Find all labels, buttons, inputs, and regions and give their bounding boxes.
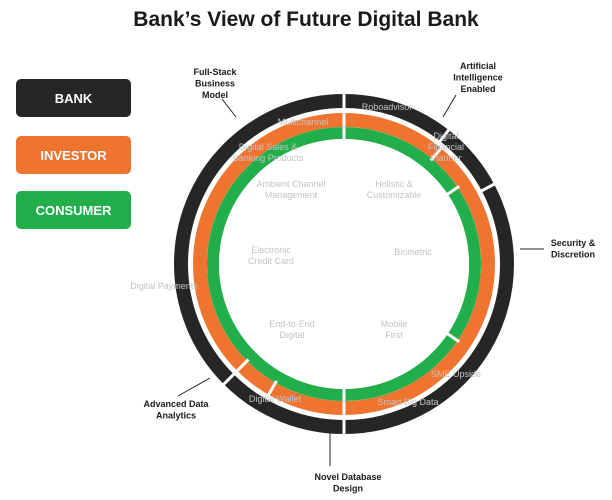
page-title: Bank’s View of Future Digital Bank bbox=[133, 8, 479, 31]
investor-divider-3 bbox=[266, 380, 278, 398]
consumer-label-biometric-line-0: Biometric bbox=[394, 247, 432, 257]
consumer-label-e2e-line-0: End-to-End bbox=[269, 319, 315, 329]
bank-label-advanced-line-0: Advanced Data bbox=[143, 399, 209, 409]
investor-label-digital-sales-line-0: Digital Sales & bbox=[239, 142, 298, 152]
investor-label-smart-data-line-0: Smart Big Data bbox=[377, 397, 438, 407]
ring-center bbox=[219, 139, 469, 389]
investor-label-digital-fp-line-0: Digital bbox=[433, 131, 458, 141]
legend-bank: BANK bbox=[16, 79, 131, 117]
consumer-label-ambient-line-0: Ambient Channel bbox=[256, 179, 325, 189]
consumer-label-mobile-line-1: First bbox=[385, 330, 403, 340]
legend-investor: INVESTOR bbox=[16, 136, 131, 174]
bank-label-ai-line-2: Enabled bbox=[460, 84, 495, 94]
investor-label-digital-payments-line-0: Digital Payments bbox=[130, 281, 198, 291]
bank-divider-1 bbox=[436, 127, 452, 146]
bank-label-full-stack-line-1: Business bbox=[195, 79, 235, 89]
investor-label-sme-line-0: SME Upside bbox=[431, 369, 481, 379]
legend-investor-label: INVESTOR bbox=[40, 147, 107, 163]
consumer-divider-2 bbox=[445, 331, 461, 343]
consumer-label-ambient-line-1: Management bbox=[265, 190, 318, 200]
bank-label-advanced-line-1: Analytics bbox=[156, 411, 196, 421]
consumer-label-credit-line-1: Credit Card bbox=[248, 256, 294, 266]
bank-label-full-stack-line-2: Model bbox=[202, 90, 228, 100]
investor-label-digital-wallet-line-0: Digital Wallet bbox=[249, 394, 302, 404]
bank-label-security-line-1: Discretion bbox=[551, 250, 595, 260]
legend-consumer: CONSUMER bbox=[16, 191, 131, 229]
leader-advanced bbox=[177, 377, 211, 397]
consumer-label-mobile-line-0: Mobile bbox=[381, 319, 408, 329]
bank-label-novel-db-line-0: Novel Database bbox=[314, 472, 381, 482]
consumer-label-e2e-line-1: Digital bbox=[279, 330, 304, 340]
investor-label-roboadvisor-line-0: Roboadvisor bbox=[362, 102, 413, 112]
legend-bank-label: BANK bbox=[54, 90, 93, 106]
investor-label-multichannel-line-0: Multichannel bbox=[278, 117, 329, 127]
investor-label-digital-fp-line-1: Financial bbox=[428, 142, 464, 152]
investor-label-digital-sales-line-1: Banking Products bbox=[233, 153, 304, 163]
bank-divider-2 bbox=[477, 181, 497, 194]
consumer-label-holistic-line-0: Holistic & bbox=[375, 179, 413, 189]
bank-label-security-line-0: Security & bbox=[551, 238, 596, 248]
bank-label-ai-line-1: Intelligence bbox=[453, 73, 503, 83]
bank-label-novel-db-line-1: Design bbox=[333, 484, 363, 494]
investor-divider-1 bbox=[429, 145, 444, 162]
leader-ai bbox=[442, 94, 457, 118]
investor-label-digital-fp-line-2: Planner bbox=[430, 153, 461, 163]
segment-dividers bbox=[221, 92, 497, 436]
consumer-label-holistic-line-1: Customizable bbox=[367, 190, 422, 200]
legend-consumer-label: CONSUMER bbox=[35, 202, 112, 218]
consumer-label-credit-line-0: Electronic bbox=[251, 245, 291, 255]
consumer-divider-1 bbox=[445, 185, 461, 197]
leader-lines bbox=[177, 94, 544, 466]
bank-label-full-stack-line-0: Full-Stack bbox=[193, 67, 237, 77]
bank-divider-4 bbox=[221, 370, 238, 387]
leader-full-stack bbox=[221, 98, 237, 118]
bank-label-ai-line-0: Artificial bbox=[460, 61, 496, 71]
investor-divider-4 bbox=[234, 358, 250, 374]
